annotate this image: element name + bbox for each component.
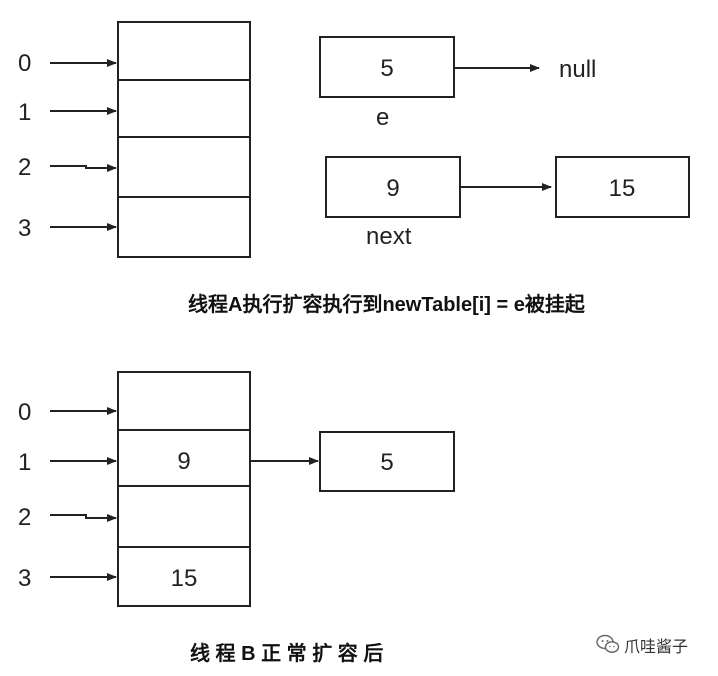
- bottom-index-2: 2: [18, 504, 31, 531]
- bottom-table-slot-3: [117, 546, 251, 607]
- node-15-value: 15: [609, 175, 636, 202]
- top-index-0: 0: [18, 50, 31, 77]
- top-table-slot-0: [117, 21, 251, 81]
- top-diagram: 0 1 2 3 5 null e 9 15 next 线程A执行扩容执行到new…: [18, 21, 690, 316]
- bottom-table: [117, 371, 251, 607]
- bottom-table-slot-1: [117, 429, 251, 487]
- node-e-box: [319, 36, 455, 98]
- top-table: [117, 21, 251, 258]
- bottom-diagram: 9 15 0 1 2 3 5 线 程 B 正 常 扩 容 后: [18, 371, 455, 665]
- e-label: e: [376, 104, 389, 131]
- wechat-icon: [596, 634, 620, 653]
- top-table-slot-1: [117, 79, 251, 138]
- bottom-node-5-value: 5: [380, 449, 393, 476]
- top-index-3: 3: [18, 215, 31, 242]
- bottom-index-arrow-2: [50, 514, 117, 522]
- top-index-2: 2: [18, 154, 31, 181]
- bottom-index-0: 0: [18, 399, 31, 426]
- bottom-caption: 线 程 B 正 常 扩 容 后: [190, 641, 383, 665]
- node-e-value: 5: [380, 55, 393, 82]
- bottom-slot-1-value: 9: [177, 448, 190, 475]
- bottom-index-3: 3: [18, 565, 31, 592]
- next-label: next: [366, 223, 412, 250]
- top-caption: 线程A执行扩容执行到newTable[i] = e被挂起: [188, 292, 586, 316]
- node-next-box: [325, 156, 461, 218]
- node-15-box: [555, 156, 690, 218]
- top-index-1: 1: [18, 99, 31, 126]
- bottom-table-slot-2: [117, 485, 251, 548]
- watermark: 爪哇酱子: [596, 634, 688, 656]
- watermark-text: 爪哇酱子: [624, 638, 688, 656]
- node-next-value: 9: [386, 175, 399, 202]
- bottom-index-1: 1: [18, 449, 31, 476]
- null-label: null: [559, 56, 596, 83]
- bottom-node-5-box: [319, 431, 455, 492]
- top-table-slot-2: [117, 136, 251, 198]
- bottom-table-slot-0: [117, 371, 251, 431]
- bottom-slot-3-value: 15: [171, 565, 198, 592]
- top-index-arrow-2: [50, 164, 117, 172]
- top-table-slot-3: [117, 196, 251, 258]
